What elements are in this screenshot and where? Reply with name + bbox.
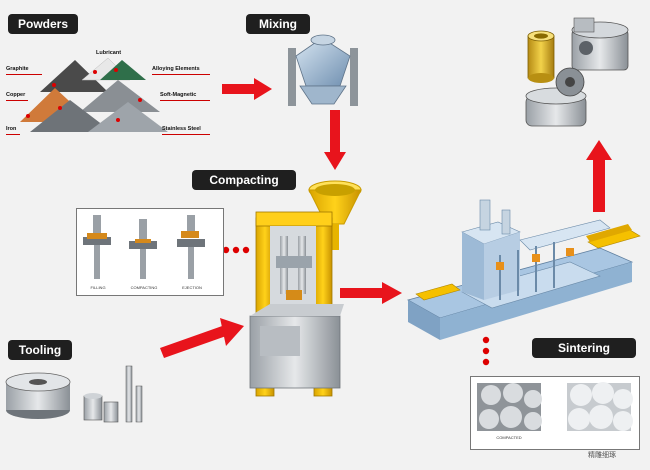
powder-label-copper: Copper [6,92,26,98]
stage-label-mixing: Mixing [246,14,310,34]
stainless-pile [88,102,168,132]
hopper [308,180,362,250]
powder-label-stainless: Stainless Steel [162,126,201,132]
label-underline [162,134,210,135]
tooling-parts [5,365,143,423]
compaction-press [249,211,344,397]
powder-label-soft-magnetic: Soft-Magnetic [160,92,197,98]
sintering-inset: COMPACTED [470,376,640,450]
step-label-filling: FILLING [90,285,106,290]
label-underline [152,74,210,75]
step-label-ejection: EJECTION [182,285,202,290]
sinter-caption: COMPACTED [496,435,522,440]
label-underline [6,100,28,101]
stage-label-compacting: Compacting [192,170,296,190]
label-underline [6,134,20,135]
stage-label-sintering: Sintering [532,338,636,358]
iron-pile [30,100,112,132]
compacting-steps-graphic [83,215,205,279]
powder-label-iron: Iron [6,126,17,132]
stage-label-tooling: Tooling [8,340,72,360]
powder-label-lubricant: Lubricant [96,50,122,56]
label-underline [160,100,210,101]
soft-magnetic-pile [80,80,160,112]
mixer [288,34,358,106]
sintering-microstructure [477,382,633,431]
sintering-furnace [406,199,641,340]
step-label-compacting: COMPACTING [130,285,158,290]
powder-piles [20,57,168,132]
powder-label-graphite: Graphite [6,66,29,72]
watermark-credit: 精雕细琢 [588,452,616,459]
compacting-steps-inset: FILLING COMPACTING EJECTION [76,208,224,296]
finished-parts [525,17,629,127]
graphite-pile [40,60,108,92]
alloying-pile [100,60,146,80]
label-underline [6,74,42,75]
dot-leaders [222,246,490,366]
powder-label-alloying: Alloying Elements [152,66,200,72]
stage-label-powders: Powders [8,14,78,34]
